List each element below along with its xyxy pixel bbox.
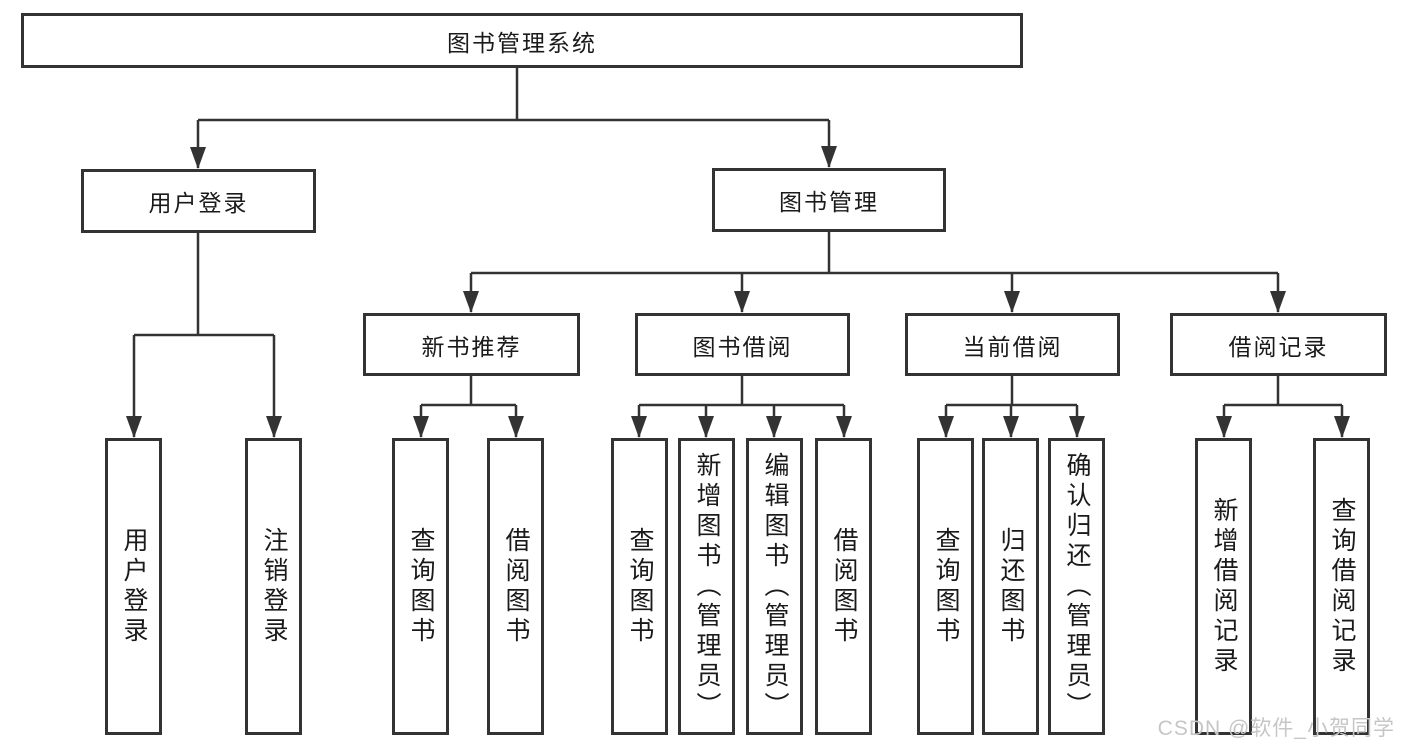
node-borrowing-records-label: 借阅记录 <box>1228 333 1329 360</box>
csdn-watermark: CSDN @软件_小贺同学 <box>1157 717 1395 740</box>
node-book-borrowing: 图书借阅 <box>635 313 850 376</box>
leaf-cb-query-books: 查询图书 <box>917 438 974 735</box>
leaf-user-login: 用户登录 <box>105 438 162 735</box>
leaf-br-add-record: 新增借阅记录 <box>1195 438 1252 735</box>
leaf-nb-query-books-label: 查询图书 <box>407 526 435 647</box>
node-book-borrowing-label: 图书借阅 <box>692 333 793 360</box>
leaf-logout-login-label: 注销登录 <box>260 526 288 647</box>
leaf-nb-query-books: 查询图书 <box>392 438 449 735</box>
leaf-br-query-record: 查询借阅记录 <box>1313 438 1370 735</box>
leaf-cb-confirm-return-admin-label: 确认归还（管理员） <box>1063 451 1091 722</box>
node-book-management: 图书管理 <box>712 168 946 232</box>
leaf-nb-borrow-books: 借阅图书 <box>487 438 544 735</box>
node-new-book-recommend: 新书推荐 <box>363 313 580 376</box>
node-book-management-label: 图书管理 <box>779 189 879 215</box>
leaf-bb-add-books-admin: 新增图书（管理员） <box>678 438 735 735</box>
leaf-logout-login: 注销登录 <box>245 438 302 735</box>
leaf-bb-query-books-label: 查询图书 <box>626 526 654 647</box>
leaf-bb-edit-books-admin-label: 编辑图书（管理员） <box>761 451 789 722</box>
leaf-nb-borrow-books-label: 借阅图书 <box>502 526 530 647</box>
leaf-bb-add-books-admin-label: 新增图书（管理员） <box>693 451 721 722</box>
leaf-user-login-label: 用户登录 <box>120 526 148 647</box>
node-root-label: 图书管理系统 <box>447 29 597 56</box>
node-user-login-label: 用户登录 <box>148 190 249 216</box>
leaf-br-add-record-label: 新增借阅记录 <box>1210 496 1238 677</box>
leaf-bb-borrow-books: 借阅图书 <box>815 438 872 735</box>
leaf-cb-query-books-label: 查询图书 <box>932 526 960 647</box>
node-root: 图书管理系统 <box>21 13 1023 68</box>
leaf-br-query-record-label: 查询借阅记录 <box>1328 496 1356 677</box>
node-current-borrowing: 当前借阅 <box>905 313 1120 376</box>
node-borrowing-records: 借阅记录 <box>1170 313 1387 376</box>
leaf-cb-return-books: 归还图书 <box>982 438 1039 735</box>
leaf-cb-confirm-return-admin: 确认归还（管理员） <box>1048 438 1105 735</box>
leaf-bb-edit-books-admin: 编辑图书（管理员） <box>746 438 803 735</box>
leaf-bb-borrow-books-label: 借阅图书 <box>830 526 858 647</box>
leaf-cb-return-books-label: 归还图书 <box>997 526 1025 647</box>
node-new-book-recommend-label: 新书推荐 <box>421 333 522 360</box>
node-current-borrowing-label: 当前借阅 <box>962 333 1063 360</box>
leaf-bb-query-books: 查询图书 <box>611 438 668 735</box>
node-user-login: 用户登录 <box>81 169 316 233</box>
